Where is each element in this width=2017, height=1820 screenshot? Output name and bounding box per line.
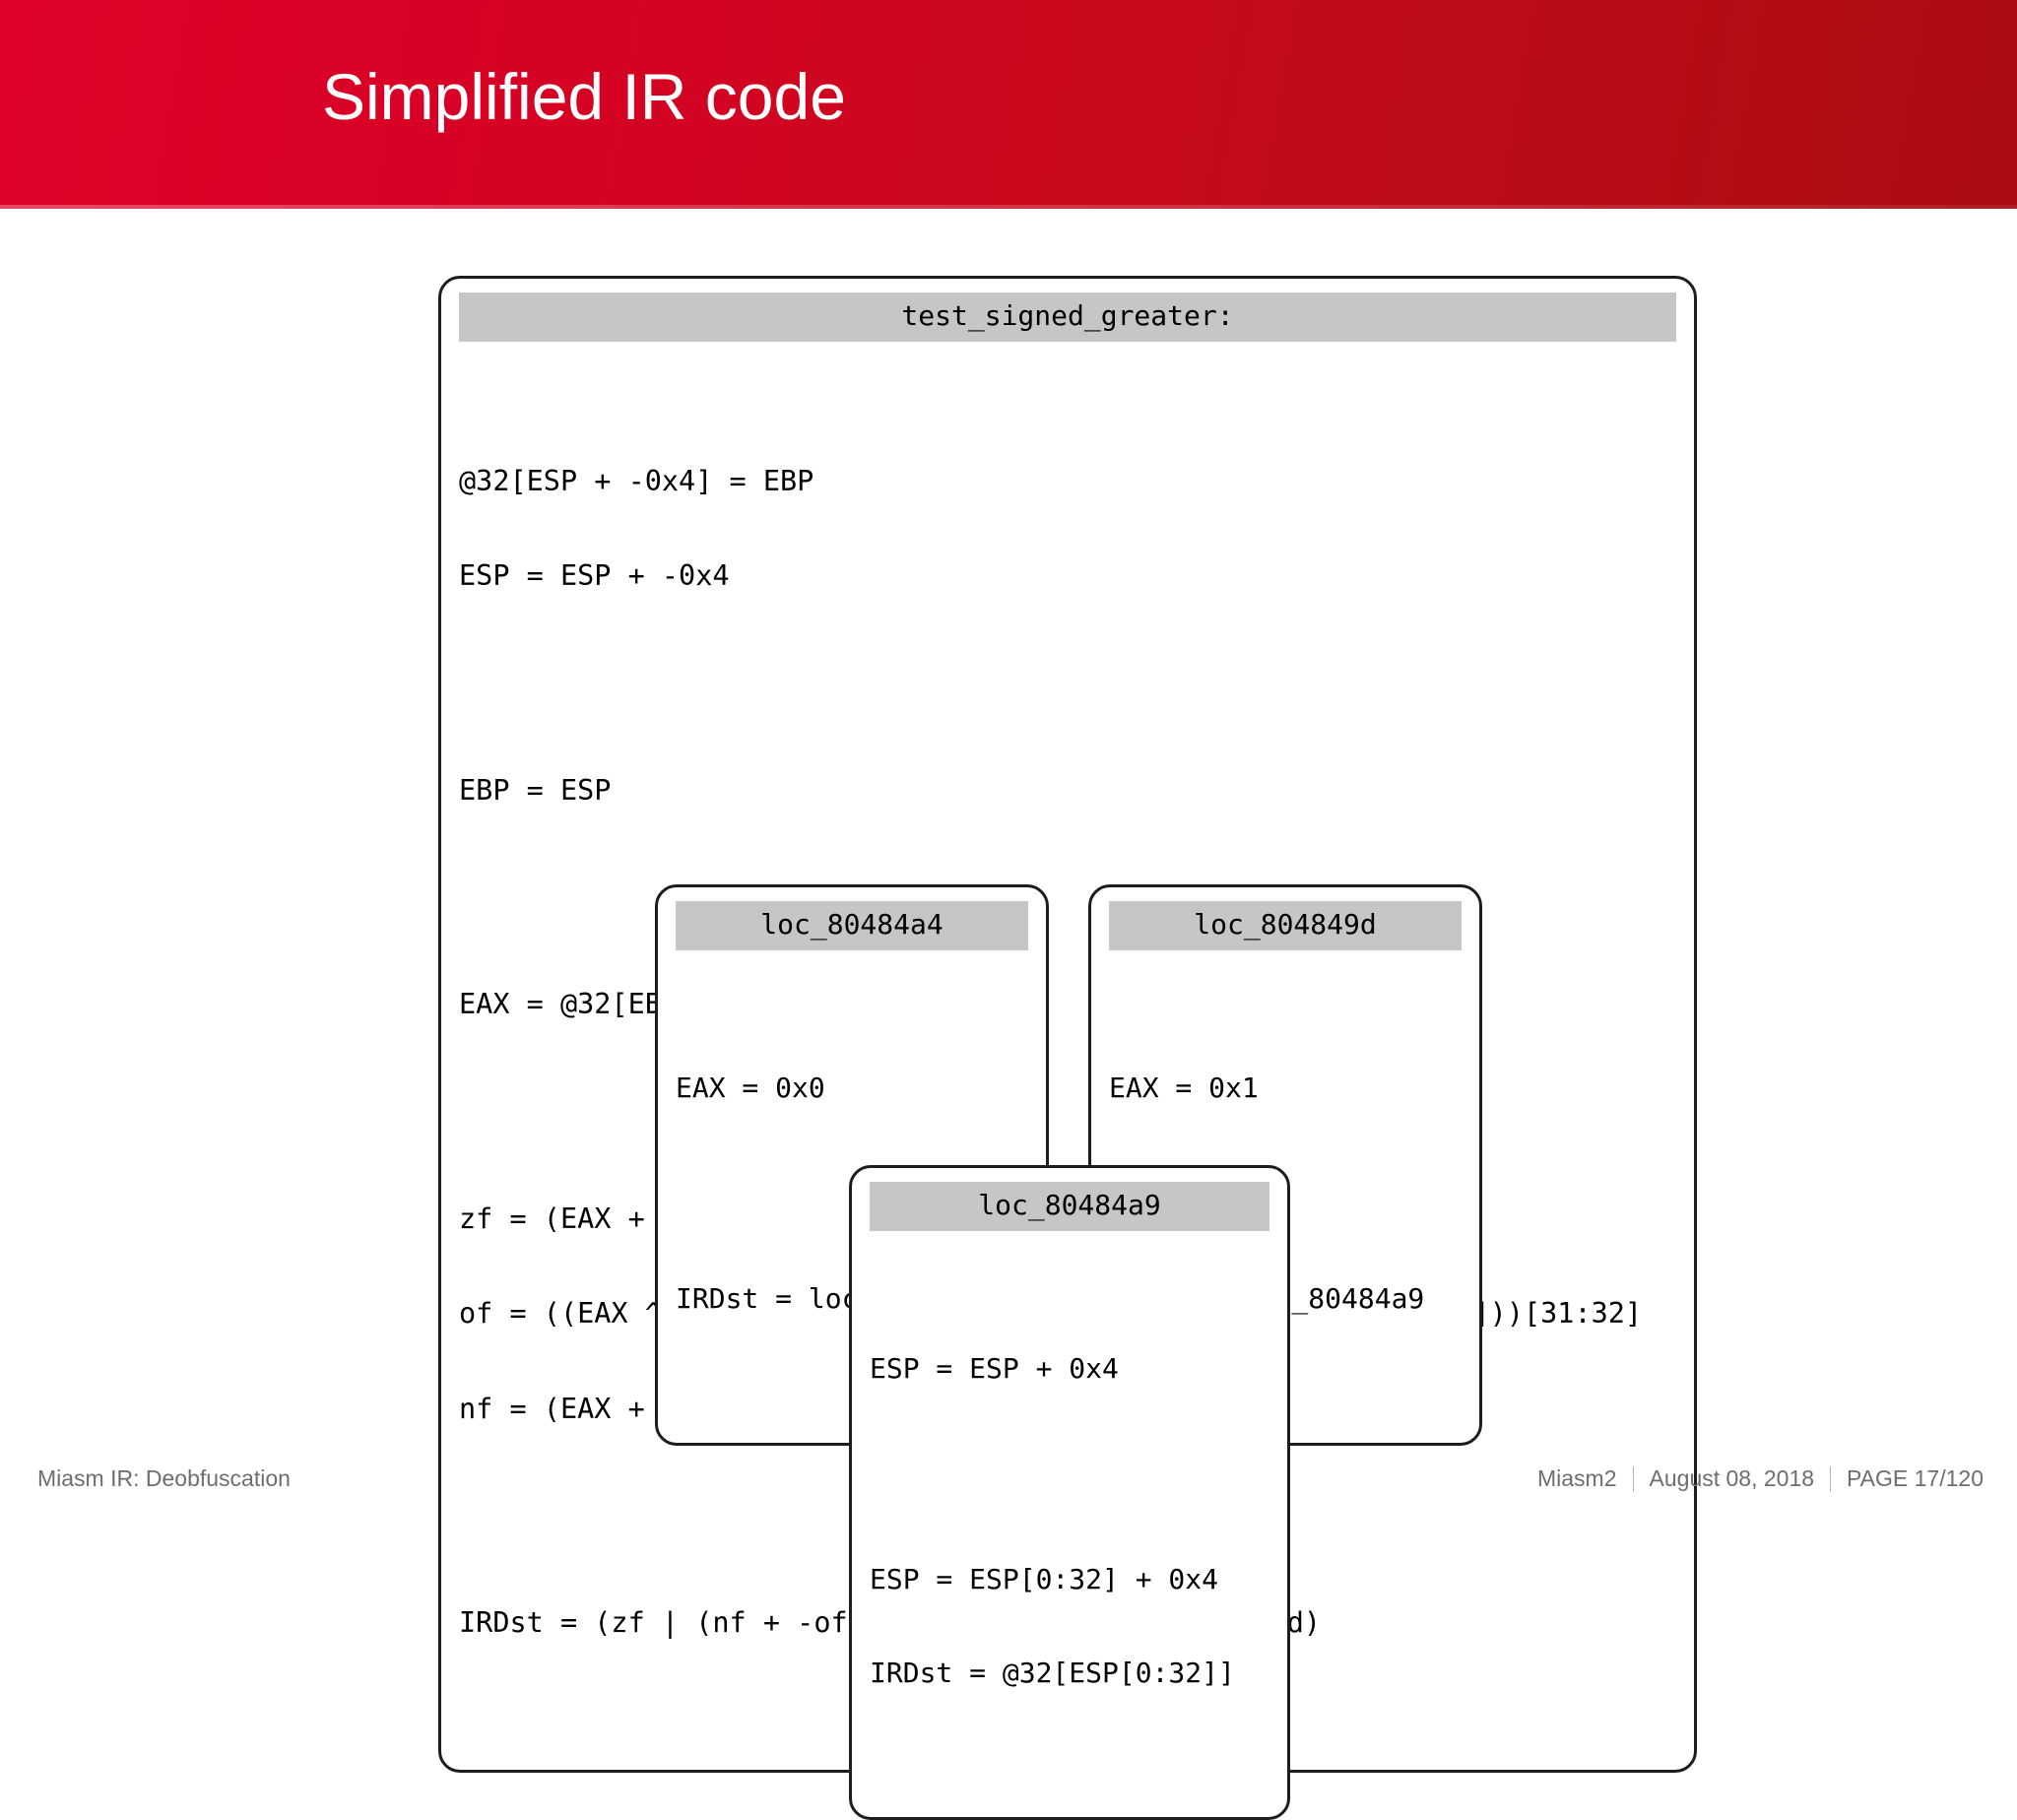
ir-statement: EAX = 0x1 [1109,1071,1259,1104]
ir-statement-group: @32[ESP + -0x4] = EBP ESP = ESP + -0x4 [459,412,1676,647]
ir-statement: @32[ESP + -0x4] = EBP [459,464,814,497]
footer-page-number: PAGE 17/120 [1847,1465,1984,1491]
ir-statement: ESP = ESP[0:32] + 0x4 [870,1562,1219,1595]
ir-statement: EAX = @32[EBP + 0x8] [459,988,798,1021]
ir-statement-group: ESP = ESP + 0x4 [870,1300,1269,1438]
ir-cfg-graph: test_signed_greater: @32[ESP + -0x4] = E… [0,209,2017,1820]
footer-meta: Miasm2 August 08, 2018 PAGE 17/120 [1537,1465,1984,1492]
ir-statement: ESP = ESP + -0x4 [459,559,730,593]
ir-block-body: ESP = ESP + 0x4 ESP = ESP[0:32] + 0x4 IR… [870,1231,1269,1797]
ir-block-title: loc_80484a9 [870,1182,1269,1231]
ir-statement: EBP = ESP [459,773,612,807]
ir-statement: ESP = ESP + 0x4 [870,1351,1119,1385]
footer-date: August 08, 2018 [1649,1465,1815,1491]
ir-statement-group: EAX = 0x1 [1109,1019,1462,1157]
ir-statement-group: EBP = ESP [459,721,1676,862]
slide-footer: Miasm IR: Deobfuscation Miasm2 August 08… [0,1460,2017,1513]
ir-statement: EAX = 0x0 [676,1071,825,1104]
slide-header-band: Simplified IR code [0,0,2017,209]
footer-divider [1830,1465,1832,1492]
footer-divider [1632,1465,1634,1492]
ir-statement-group: EAX = @32[EBP + 0x8] [459,935,1676,1075]
page-title: Simplified IR code [322,60,846,133]
ir-statement-group: EAX = 0x0 [676,1019,1028,1157]
ir-block-title: loc_804849d [1109,901,1462,950]
ir-statement-group: ESP = ESP[0:32] + 0x4 IRDst = @32[ESP[0:… [870,1511,1269,1742]
ir-block-title: test_signed_greater: [459,292,1676,342]
footer-project: Miasm2 [1537,1465,1617,1491]
ir-statement: IRDst = @32[ESP[0:32]] [870,1656,1235,1689]
footer-deck-title: Miasm IR: Deobfuscation [37,1465,291,1491]
ir-block-title: loc_80484a4 [676,901,1028,950]
